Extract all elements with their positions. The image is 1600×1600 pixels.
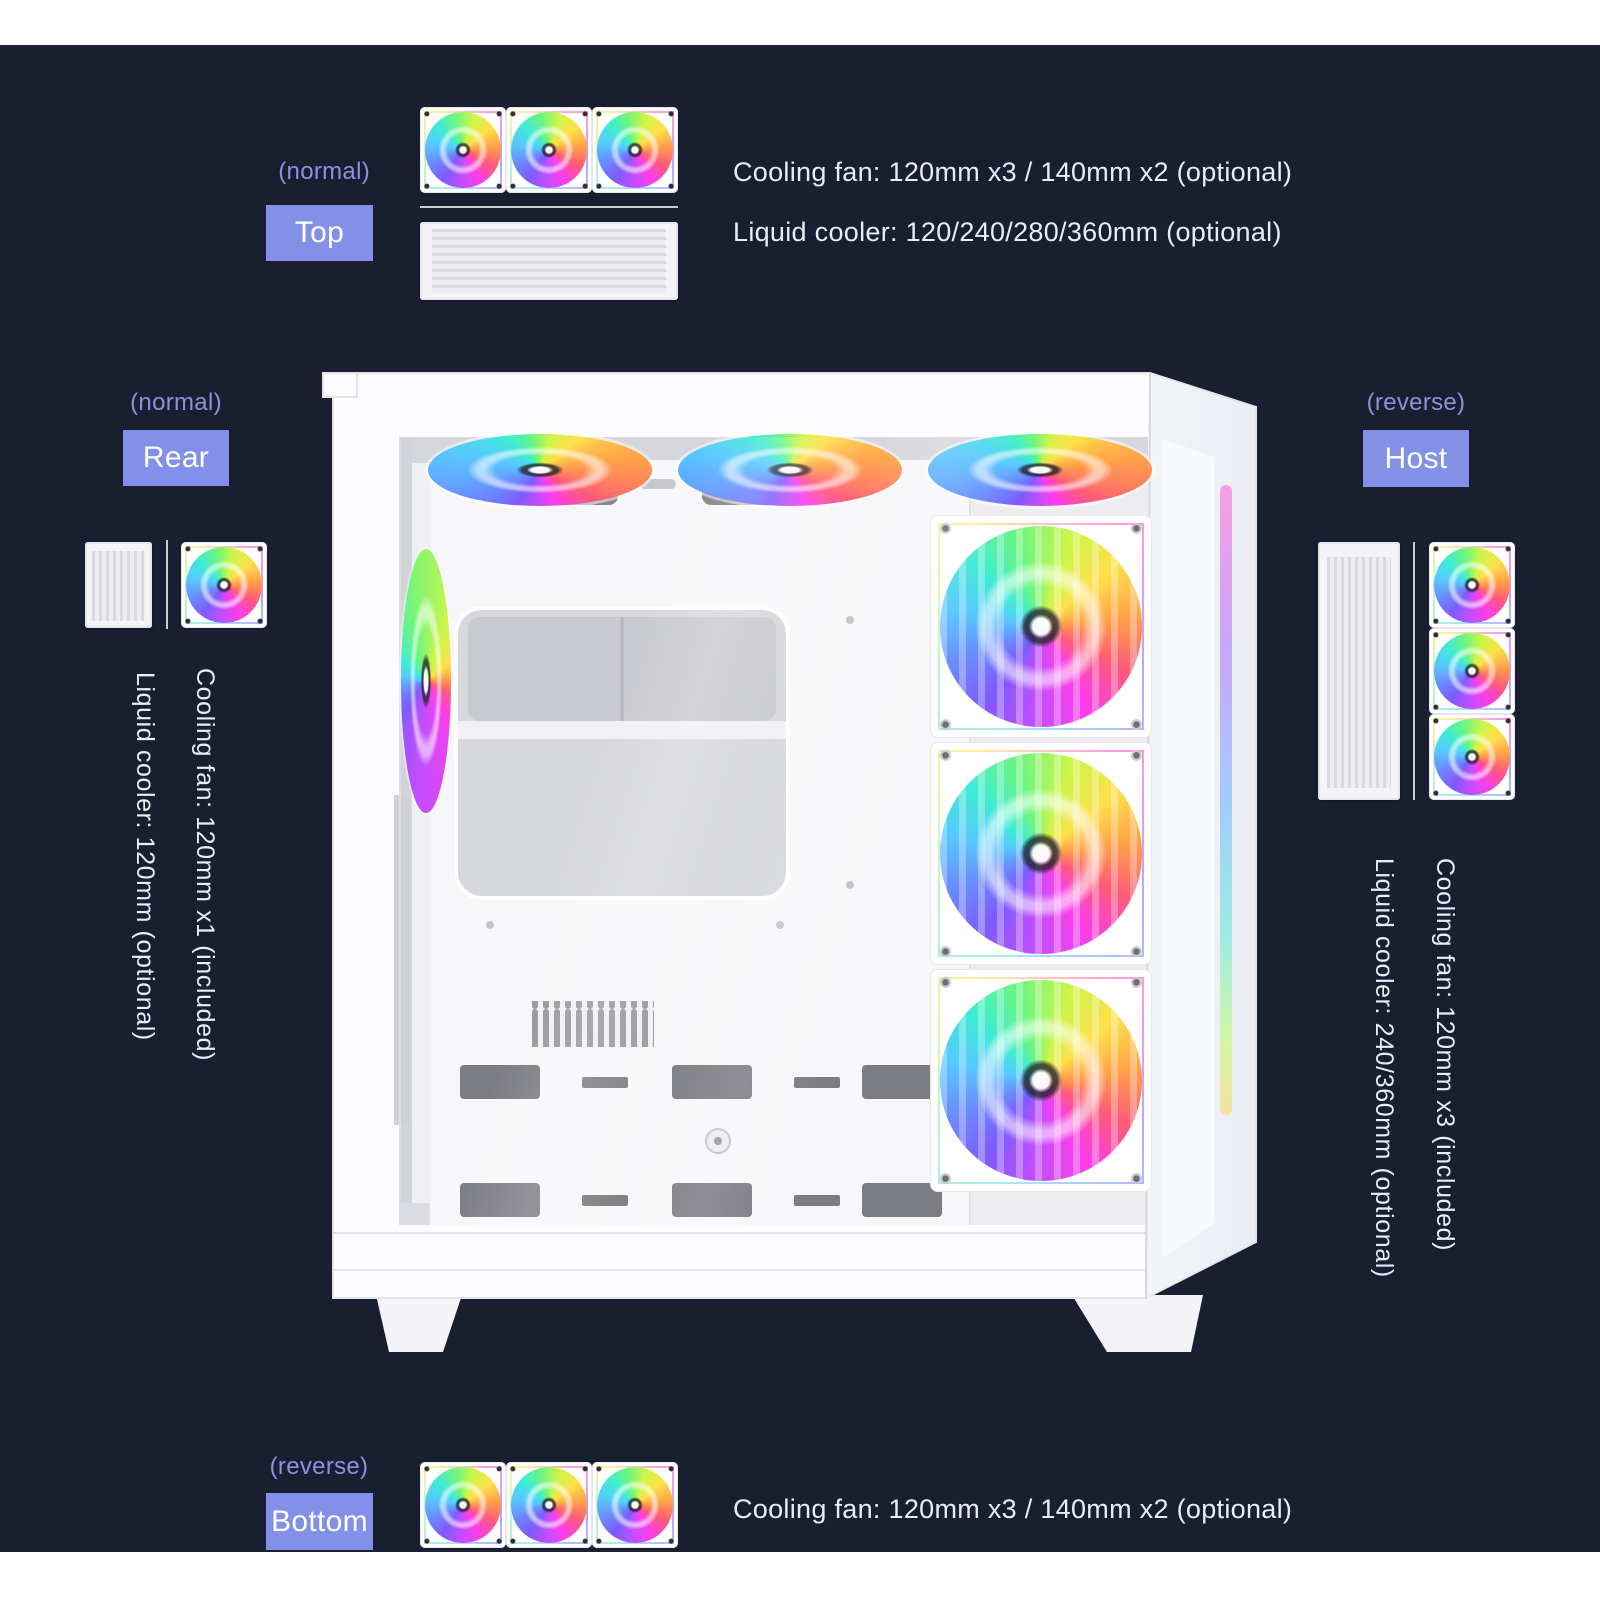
host-orientation-label: (reverse) xyxy=(1366,389,1466,416)
rgb-fan-icon xyxy=(420,107,506,193)
rear-mounted-fan xyxy=(399,547,453,815)
host-cooler-spec: Liquid cooler: 240/360mm (optional) xyxy=(1370,858,1398,1278)
rear-location-badge: Rear xyxy=(123,430,229,486)
rear-fan-spec: Cooling fan: 120mm x1 (included) xyxy=(191,668,219,1062)
top-mounted-fan xyxy=(425,431,655,509)
rgb-fan-icon xyxy=(592,107,678,193)
rear-divider xyxy=(166,540,168,629)
rear-cooler-spec: Liquid cooler: 120mm (optional) xyxy=(131,672,159,1041)
front-mounted-fan xyxy=(930,969,1152,1192)
case-foot xyxy=(376,1295,462,1352)
top-mounted-fan xyxy=(675,431,905,509)
radiator-120-image xyxy=(85,542,152,628)
pc-case-image xyxy=(310,365,1260,1355)
rgb-fan-icon xyxy=(181,542,267,628)
host-fan-spec: Cooling fan: 120mm x3 (included) xyxy=(1431,858,1459,1252)
top-fan-spec: Cooling fan: 120mm x3 / 140mm x2 (option… xyxy=(733,157,1293,187)
top-mounted-fan xyxy=(925,431,1155,509)
top-cooler-spec: Liquid cooler: 120/240/280/360mm (option… xyxy=(733,217,1282,247)
host-divider xyxy=(1413,542,1415,800)
bottom-fans-image xyxy=(420,1462,678,1548)
bottom-white-band xyxy=(0,1552,1600,1600)
host-fans-image xyxy=(1429,542,1515,800)
bottom-orientation-label: (reverse) xyxy=(269,1453,369,1480)
front-mounted-fan xyxy=(930,742,1152,965)
rgb-fan-icon xyxy=(1429,542,1515,628)
rear-orientation-label: (normal) xyxy=(130,389,222,416)
rgb-fan-icon xyxy=(420,1462,506,1548)
rgb-fan-icon xyxy=(506,1462,592,1548)
radiator-360-vertical-image xyxy=(1318,542,1400,800)
front-mounted-fan xyxy=(930,515,1152,738)
top-fans-image xyxy=(420,107,678,193)
rgb-fan-icon xyxy=(506,107,592,193)
psu-vent xyxy=(532,1001,654,1047)
top-location-badge: Top xyxy=(266,205,373,261)
bottom-fan-spec: Cooling fan: 120mm x3 / 140mm x2 (option… xyxy=(733,1494,1293,1524)
rgb-fan-icon xyxy=(592,1462,678,1548)
top-orientation-label: (normal) xyxy=(278,158,370,185)
top-divider xyxy=(420,206,678,208)
top-white-band xyxy=(0,0,1600,45)
rgb-fan-icon xyxy=(1429,628,1515,714)
bottom-location-badge: Bottom xyxy=(266,1493,373,1550)
rgb-fan-icon xyxy=(1429,714,1515,800)
host-location-badge: Host xyxy=(1363,430,1469,487)
radiator-360-image xyxy=(420,222,678,300)
case-foot xyxy=(1072,1295,1203,1352)
